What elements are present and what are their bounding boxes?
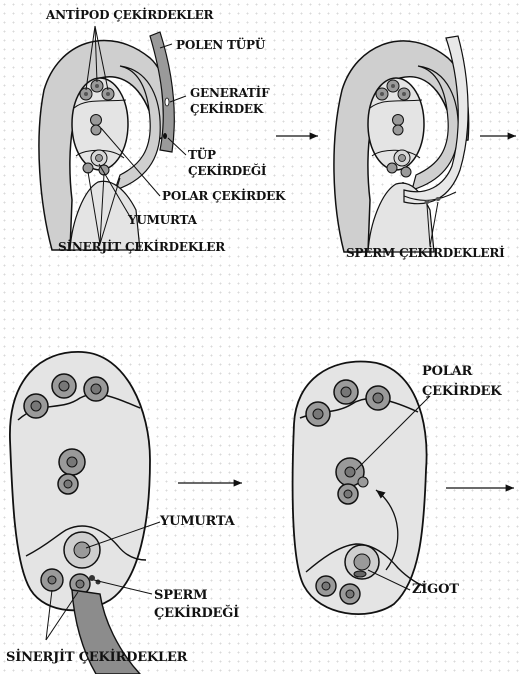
label-polar-2: ÇEKİRDEK: [422, 384, 501, 400]
label-generatif-1: GENERATİF: [190, 86, 269, 100]
label-polar-1: POLAR: [422, 364, 472, 380]
panel-4-embryo-sac: [293, 362, 427, 615]
label-sinerjit-bottom: SİNERJİT ÇEKİRDEKLER: [6, 650, 187, 666]
generative-nucleus: [165, 98, 169, 106]
label-polen-tupu: POLEN TÜPÜ: [176, 38, 265, 52]
label-sperm-top: SPERM ÇEKİRDEKLERİ: [346, 246, 505, 260]
panel-3-embryo-sac: [10, 352, 150, 610]
label-polar-top: POLAR ÇEKİRDEK: [162, 189, 285, 203]
synergid-nucleus: [83, 163, 93, 173]
label-zigot: ZİGOT: [412, 582, 459, 598]
label-tup-1: TÜP: [188, 148, 216, 162]
tube-nucleus: [163, 133, 167, 139]
label-antipod: ANTİPOD ÇEKİRDEKLER: [46, 8, 213, 22]
label-tup-2: ÇEKİRDEĞİ: [188, 164, 266, 178]
polar-nucleus: [91, 115, 102, 126]
label-sperm-2: ÇEKİRDEĞİ: [154, 606, 239, 622]
panel-2-ovule: [334, 41, 469, 252]
label-yumurta-bottom: YUMURTA: [160, 514, 235, 530]
label-sinerjit-top: SİNERJİT ÇEKİRDEKLER: [58, 240, 225, 254]
label-generatif-2: ÇEKİRDEK: [190, 102, 263, 116]
sperm-nucleus: [436, 197, 441, 201]
embryo-sac-large: [10, 352, 150, 610]
label-yumurta-top: YUMURTA: [128, 213, 197, 227]
polar-nucleus: [91, 125, 101, 135]
label-sperm-1: SPERM: [154, 588, 207, 604]
sperm-nucleus: [425, 200, 430, 204]
